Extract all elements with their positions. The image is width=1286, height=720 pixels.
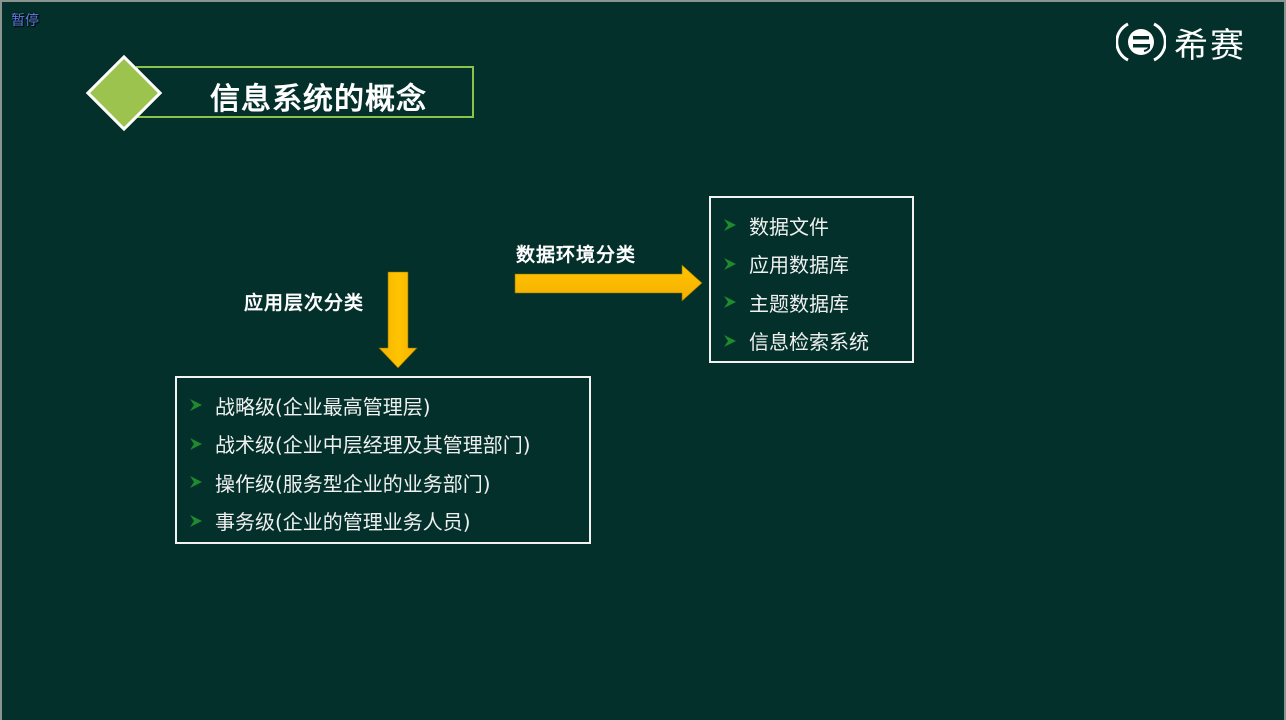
brand-name: 希赛: [1174, 25, 1246, 66]
pause-status-label[interactable]: 暂停: [11, 13, 39, 29]
list-item-text: 主题数据库: [749, 291, 849, 316]
application-level-list: 战略级(企业最高管理层) 战术级(企业中层经理及其管理部门) 操作级(服务型企业…: [175, 376, 591, 544]
arrow-bullet-icon: [724, 334, 736, 347]
arrow-bullet-icon: [724, 257, 736, 270]
right-arrow-icon: [514, 264, 703, 302]
application-level-label: 应用层次分类: [244, 292, 365, 314]
arrow-bullet-icon: [190, 514, 202, 527]
arrow-bullet-icon: [190, 476, 202, 489]
list-item: 事务级(企业的管理业务人员): [177, 502, 589, 541]
list-item: 战术级(企业中层经理及其管理部门): [177, 425, 589, 464]
arrow-bullet-icon: [190, 437, 202, 450]
slide-title: 信息系统的概念: [210, 82, 427, 117]
list-item: 数据文件: [711, 206, 912, 245]
list-item: 战略级(企业最高管理层): [177, 386, 589, 425]
brand: 希赛: [1116, 20, 1246, 66]
arrow-bullet-icon: [190, 399, 202, 412]
arrow-bullet-icon: [724, 219, 736, 232]
list-item-text: 事务级(企业的管理业务人员): [215, 510, 471, 535]
list-item-text: 应用数据库: [749, 253, 849, 278]
arrow-bullet-icon: [724, 296, 736, 309]
data-environment-list: 数据文件 应用数据库 主题数据库 信息检索系统: [709, 196, 914, 363]
list-item-text: 信息检索系统: [749, 330, 869, 355]
e-circle-logo-icon: [1116, 22, 1166, 62]
list-item-text: 数据文件: [749, 214, 829, 239]
list-item: 应用数据库: [711, 245, 912, 284]
list-item: 操作级(服务型企业的业务部门): [177, 463, 589, 502]
data-environment-label: 数据环境分类: [516, 244, 637, 266]
list-item: 信息检索系统: [711, 322, 912, 361]
list-item: 主题数据库: [711, 283, 912, 322]
list-item-text: 操作级(服务型企业的业务部门): [215, 471, 491, 496]
list-item-text: 战略级(企业最高管理层): [215, 394, 431, 419]
list-item-text: 战术级(企业中层经理及其管理部门): [215, 433, 531, 458]
down-arrow-icon: [378, 271, 418, 369]
